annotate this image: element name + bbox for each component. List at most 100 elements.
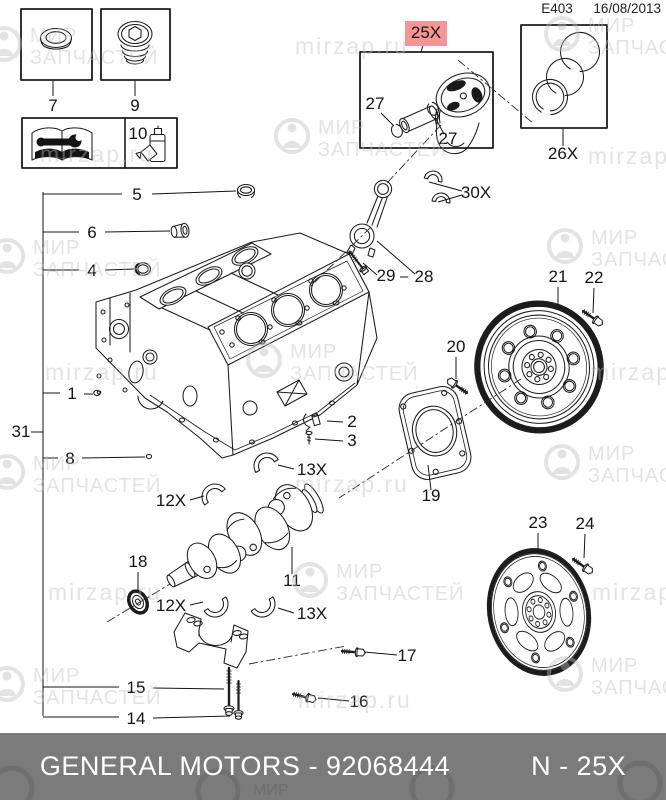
callout-31: 31 [12,422,31,441]
callout-25X[interactable]: 25X [411,23,441,42]
watermark-text: ЗАПЧАСТЕЙ [336,581,465,605]
seal-5-drawing [236,183,256,199]
leader-line-2 [326,420,344,423]
leader-line-16 [317,697,350,702]
callout-1: 1 [67,384,76,403]
assembly-axis [386,124,442,184]
watermark-text: ЗАПЧАСТЕЙ [591,247,666,271]
watermark-url: mirzap.ru [295,33,409,59]
watermark-text: ЗАПЧАСТЕЙ [588,463,666,487]
watermark-url: mirzap.ru [588,143,666,169]
assembly-axis [310,226,372,287]
watermark-url: mirzap.ru [40,141,154,167]
callout-12X: 12X [156,596,186,615]
callout-9: 9 [130,96,139,115]
leader-line-12X [189,601,204,606]
watermark-url: mirzap.ru [48,579,162,605]
leader-line-27 [380,112,395,127]
bolt-17-drawing [340,645,367,659]
callout-19: 19 [422,486,441,505]
threaded-plug-9-drawing [117,20,153,65]
box-piston-kit-25x [359,51,494,149]
callout-28: 28 [415,267,434,286]
callout-21: 21 [549,267,568,286]
callout-7: 7 [48,96,57,115]
callout-20: 20 [447,337,466,356]
assembly-axis [106,583,171,623]
callout-14: 14 [127,709,146,728]
piston-rings-drawing [531,31,601,116]
engine-block-drawing [95,232,378,459]
sealant-bottle-icon [135,125,166,163]
watermark-url: mirzap.ru [590,359,666,385]
watermark-text: ЗАПЧАСТЕЙ [588,35,666,59]
leader-line-30X [437,194,463,203]
watermark-url: mirzap.ru [295,471,409,497]
callout-22: 22 [585,268,604,287]
pin-8-drawing [145,453,153,460]
main-bearing-shell-12x [196,478,226,506]
watermark-text: МИР [30,25,77,47]
callout-26X: 26X [548,144,578,163]
piston-drawing [389,72,491,155]
callout-11: 11 [283,571,301,590]
watermark-text: МИР [588,443,635,465]
callout-2: 2 [347,412,356,431]
callout-27: 27 [366,94,385,113]
callout-15: 15 [127,678,146,697]
watermark-text: ЗАПЧАСТЕЙ [290,361,419,385]
callout-17: 17 [398,646,417,665]
footer-part-number: GENERAL MOTORS - 92068444 [39,751,451,781]
box-part-9 [100,8,171,81]
watermark-text: ЗАПЧАСТЕЙ [30,45,159,69]
plug-1-drawing [93,389,102,397]
leader-line-28 [376,240,416,275]
callout-8: 8 [65,449,74,468]
thrust-bearing-shell-13x [248,447,279,474]
leader-line-6 [104,230,171,233]
rod-bearing-shell [423,168,445,183]
assembly-axis [338,378,522,499]
box-ring-set-26x [520,24,608,129]
leader-line-3 [314,438,344,442]
footer-watermark-text: МИР [253,782,289,799]
assembly-axis [248,645,347,665]
connecting-rod-drawing [346,179,393,258]
main-bearing-shell-12x [203,596,234,623]
callout-29: 29 [377,266,396,285]
callout-27: 27 [439,129,458,148]
cap-bolt-14-drawing [233,679,244,720]
callout-18: 18 [129,552,148,571]
callout-30X: 30X [461,183,491,202]
callout-5: 5 [132,185,141,204]
seal-housing-19-drawing [398,386,472,480]
watermark-url: mirzap.ru [298,687,412,713]
watermark-url: mirzap.ru [45,359,159,385]
box-part-7 [20,8,93,81]
crankshaft-drawing [166,483,324,588]
page-date: 16/08/2013 [593,1,661,16]
watermark-text: ЗАПЧАСТЕЙ [33,257,162,281]
callout-6: 6 [87,223,96,242]
callout-3: 3 [347,431,356,450]
seal-ring-7-drawing [39,27,73,50]
watermark-text: МИР [588,15,635,37]
leader-line-15 [152,687,225,690]
watermark-layer: МИРЗАПЧАСТЕЙМИРЗАПЧАСТЕЙМИРЗАПЧАСТЕЙМИРЗ… [0,15,666,713]
watermark-text: ЗАПЧАСТЕЙ [33,685,162,709]
bearing-cap-drawing [173,612,249,669]
watermark-text: МИР [591,655,638,677]
leader-line-17 [363,651,398,656]
cup-plug-4-drawing [134,262,152,276]
